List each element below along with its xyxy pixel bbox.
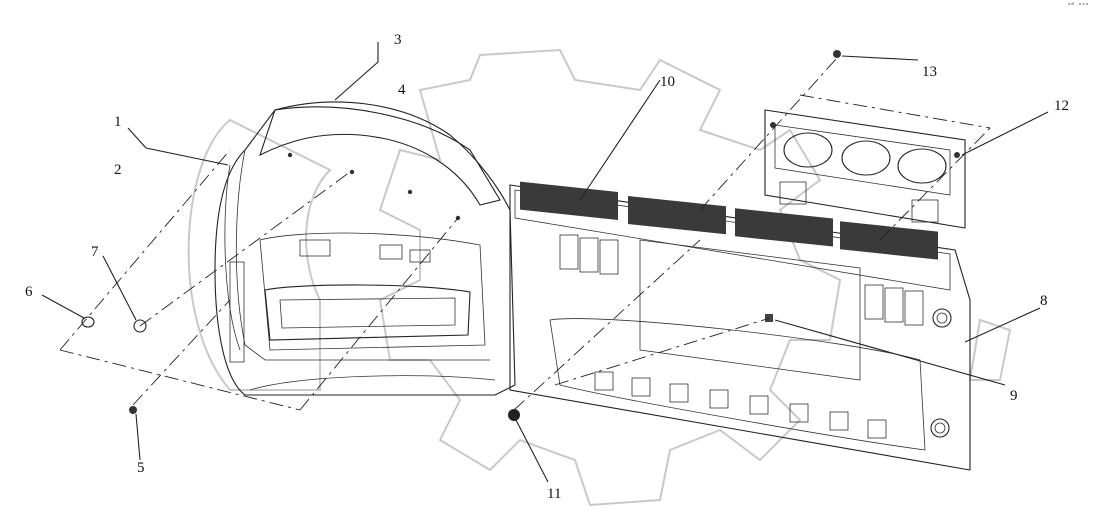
callout-labels: 1 2 3 4 5 6 7 8 9 10 11 12 13 [25,32,1069,502]
callout-5: 5 [137,460,145,476]
watermark-gear [187,48,1012,507]
right-panel [509,181,971,471]
corner-mark: ᵒᴹ ᵒᵒᵒ [1067,2,1089,9]
callout-1: 1 [114,114,122,130]
assembly-lines [59,57,991,411]
callout-8: 8 [1040,293,1048,309]
callout-10: 10 [660,74,675,90]
nut-7 [133,319,147,333]
clip-11 [508,409,520,421]
callout-7: 7 [91,244,99,260]
left-panel [214,101,516,396]
leader-lines [41,42,1049,483]
callout-13: 13 [922,64,937,80]
callout-11: 11 [547,486,561,502]
vent-module [764,109,966,229]
screw-13 [833,50,841,58]
washer-6 [81,316,95,328]
callout-3: 3 [394,32,402,48]
callout-6: 6 [25,284,33,300]
callout-2: 2 [114,162,122,178]
callout-12: 12 [1054,98,1069,114]
screw-5 [129,406,137,414]
small-parts [81,50,841,421]
callout-9: 9 [1010,388,1018,404]
callout-4: 4 [398,82,406,98]
